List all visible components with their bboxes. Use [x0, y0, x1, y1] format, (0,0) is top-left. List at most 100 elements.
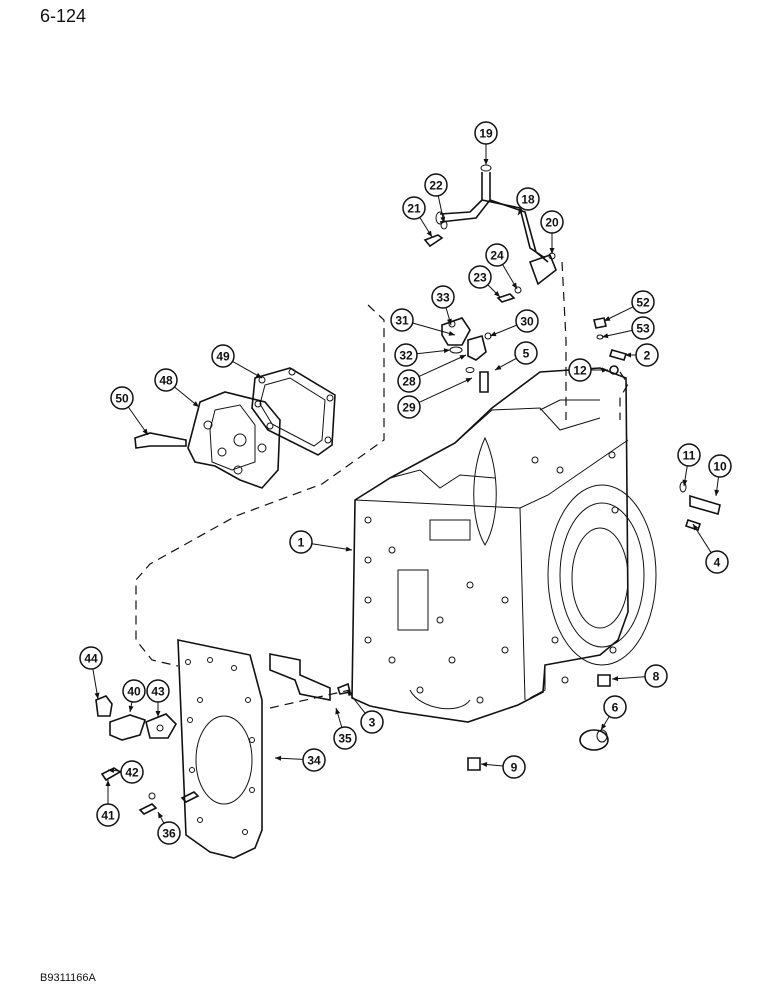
callout-circle [502, 755, 526, 779]
leader-arrow-11 [682, 479, 688, 486]
leader-line-29 [418, 377, 473, 403]
callout-number: 42 [125, 766, 139, 780]
callout-number: 2 [644, 349, 651, 363]
callout-40: 40 [122, 679, 146, 703]
callout-53: 53 [631, 316, 655, 340]
leader-arrow-2 [625, 352, 631, 358]
leader-arrow-30 [490, 331, 497, 337]
callout-29: 29 [397, 395, 421, 419]
callout-4: 4 [705, 550, 729, 574]
callout-22: 22 [424, 173, 448, 197]
callout-number: 33 [436, 291, 450, 305]
callout-number: 53 [636, 322, 650, 336]
callout-circle [568, 358, 592, 382]
leader-arrow-4 [693, 524, 699, 531]
callout-32: 32 [394, 343, 418, 367]
callout-circle [120, 760, 144, 784]
callout-30: 30 [515, 309, 539, 333]
callout-circle [705, 550, 729, 574]
callout-number: 19 [479, 127, 493, 141]
bolt [134, 432, 187, 449]
gasket [251, 367, 336, 456]
callout-28: 28 [397, 369, 421, 393]
callout-21: 21 [402, 196, 426, 220]
callout-circle [157, 821, 181, 845]
callout-number: 22 [429, 179, 443, 193]
leader-arrow-44 [94, 692, 100, 699]
callout-number: 48 [159, 374, 173, 388]
callout-number: 35 [338, 732, 352, 746]
callout-circle [474, 121, 498, 145]
callout-number: 43 [151, 685, 165, 699]
callout-circle [397, 369, 421, 393]
callout-circle [397, 395, 421, 419]
callout-10: 10 [708, 454, 732, 478]
leader-arrow-6 [601, 723, 607, 730]
small-parts [95, 164, 721, 815]
leader-arrow-49 [255, 372, 262, 378]
callout-circle [402, 196, 426, 220]
callout-number: 10 [713, 460, 727, 474]
callout-number: 29 [402, 401, 416, 415]
callout-circle [603, 695, 627, 719]
callout-circle [302, 748, 326, 772]
callout-circle [515, 309, 539, 333]
callout-5: 5 [514, 341, 538, 365]
callout-50: 50 [110, 386, 134, 410]
leader-lines [92, 144, 720, 824]
callout-number: 49 [216, 350, 230, 364]
callout-number: 36 [162, 827, 176, 841]
callout-number: 44 [84, 652, 98, 666]
callout-42: 42 [120, 760, 144, 784]
callout-number: 21 [407, 202, 421, 216]
callout-31: 31 [390, 308, 414, 332]
callout-20: 20 [540, 210, 564, 234]
callout-6: 6 [603, 695, 627, 719]
callout-circle [96, 803, 120, 827]
callout-number: 6 [612, 701, 619, 715]
callout-36: 36 [157, 821, 181, 845]
callout-24: 24 [485, 243, 509, 267]
callout-circle [516, 187, 540, 211]
callout-number: 32 [399, 349, 413, 363]
leader-arrow-36 [158, 812, 163, 819]
leader-arrow-29 [465, 378, 472, 383]
callout-circle [431, 285, 455, 309]
callout-circle [146, 679, 170, 703]
callout-number: 12 [573, 364, 587, 378]
callout-number: 1 [298, 536, 305, 550]
callout-circle [211, 344, 235, 368]
figure-code: B9311166A [40, 972, 96, 984]
callout-circle [631, 290, 655, 314]
callout-number: 3 [369, 716, 376, 730]
callout-number: 34 [307, 754, 321, 768]
callout-circle [333, 726, 357, 750]
callout-circle [424, 173, 448, 197]
callout-number: 31 [395, 314, 409, 328]
callout-circle [394, 343, 418, 367]
leader-arrow-19 [483, 159, 489, 165]
callout-number: 52 [636, 296, 650, 310]
callout-48: 48 [154, 368, 178, 392]
leader-arrow-18 [518, 208, 524, 215]
callout-number: 9 [511, 761, 518, 775]
callout-52: 52 [631, 290, 655, 314]
leader-arrow-10 [714, 489, 720, 496]
leader-arrow-22 [440, 216, 446, 223]
callout-number: 4 [714, 556, 721, 570]
callout-circle [390, 308, 414, 332]
callout-circle [644, 664, 668, 688]
callout-2: 2 [635, 343, 659, 367]
callout-43: 43 [146, 679, 170, 703]
callout-number: 40 [127, 685, 141, 699]
callout-number: 20 [545, 216, 559, 230]
leader-arrow-1 [345, 546, 352, 552]
leader-arrow-20 [549, 248, 555, 254]
callout-11: 11 [677, 443, 701, 467]
callout-circle [468, 265, 492, 289]
leader-arrow-12 [602, 367, 608, 373]
callout-number: 8 [653, 670, 660, 684]
callout-circle [540, 210, 564, 234]
